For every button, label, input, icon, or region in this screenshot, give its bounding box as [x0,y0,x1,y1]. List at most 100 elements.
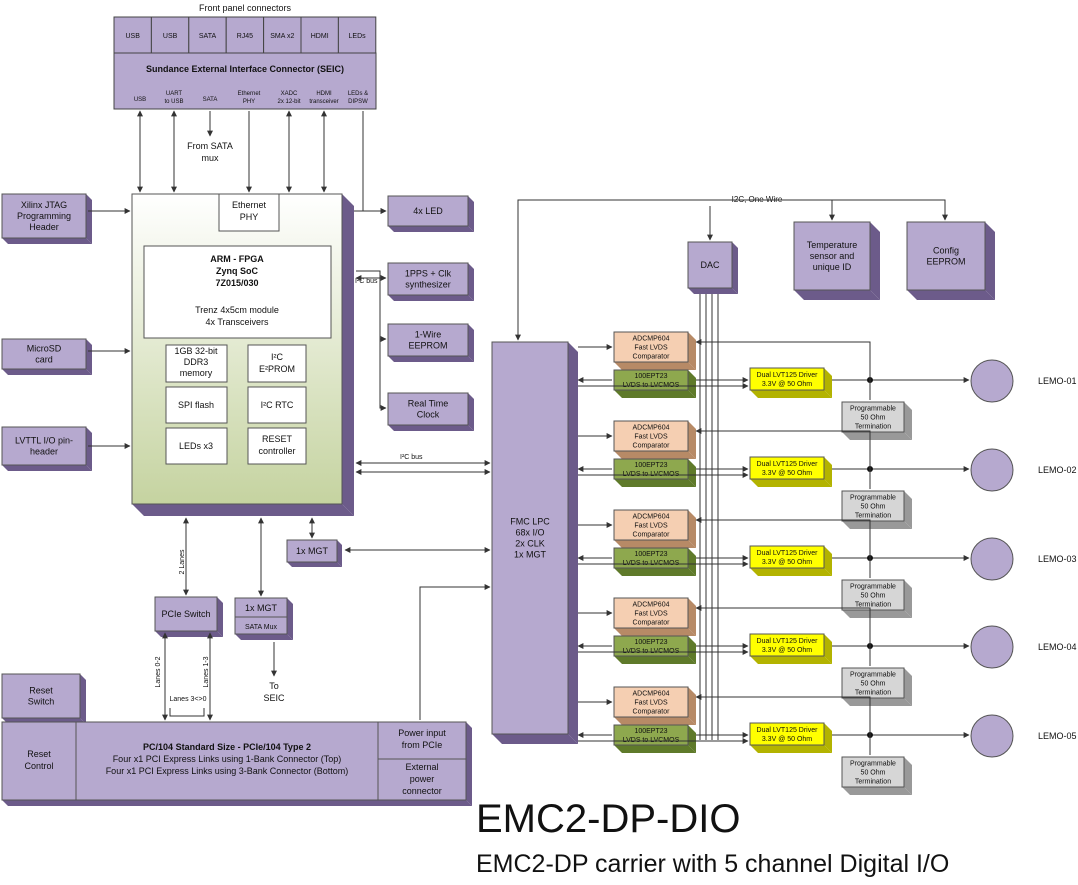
lanes-3-0-label: Lanes 3<>0 [170,696,207,703]
lvttl-header-label: LVTTL I/O pin-header [15,436,73,457]
lemo-label-1: LEMO-01 [1038,376,1077,386]
mgt-1: 1x MGT [286,539,342,567]
front-panel-connector: USB [163,33,178,40]
lemo-connector-3 [970,537,1014,581]
front-panel-connector: USB [125,33,140,40]
lemo-label-2: LEMO-02 [1038,465,1077,475]
seic-connector: Sundance External Interface Connector (S… [113,52,377,110]
i2c-rtc: I²C RTC [261,400,294,410]
lanes-1-3-label: Lanes 1-3 [203,656,210,687]
lemo-connector-5 [970,714,1014,758]
front-panel-connectors: Front panel connectors USB USB SATA RJ45 SMA… [113,3,377,54]
front-panel-connector: RJ45 [237,33,253,40]
i2c-bus-label-1: I²C bus [355,278,378,285]
i2c-bus-label-2: I²C bus [400,454,423,461]
lemo-label-3: LEMO-03 [1038,554,1077,564]
pcie-switch: PCIe Switch [154,596,223,637]
lanes-0-2-label: Lanes 0-2 [155,656,162,687]
mgt-1-label: 1x MGT [296,546,329,556]
pcie-switch-label: PCIe Switch [161,609,210,619]
led-4x-label: 4x LED [413,206,443,216]
front-panel-connector: SATA [199,33,217,40]
lemo-connector-2 [970,448,1014,492]
seic-signal-label: LEDs &DIPSW [348,91,368,105]
lemo-connector-4 [970,625,1014,669]
two-lanes-label: 2 Lanes [179,549,186,574]
front-panel-connector: HDMI [311,33,329,40]
lemo-label-4: LEMO-04 [1038,642,1077,652]
lvttl-header: LVTTL I/O pin-header [1,426,92,471]
mgt-2-title: 1x MGT [245,603,278,613]
front-panel-cell [113,16,152,54]
seic-signal-label: USB [134,97,146,103]
front-panel-connector: LEDs [349,33,367,40]
leds-x3: LEDs x3 [179,441,213,451]
title: EMC2-DP-DIO [476,797,740,841]
front-panel-cell [300,16,339,54]
lemo-label-5: LEMO-05 [1038,731,1077,741]
seic-title: Sundance External Interface Connector (S… [146,64,344,74]
dac: DAC [687,241,738,294]
front-panel-connector: SMA x2 [270,33,294,40]
front-panel-title: Front panel connectors [199,3,292,13]
